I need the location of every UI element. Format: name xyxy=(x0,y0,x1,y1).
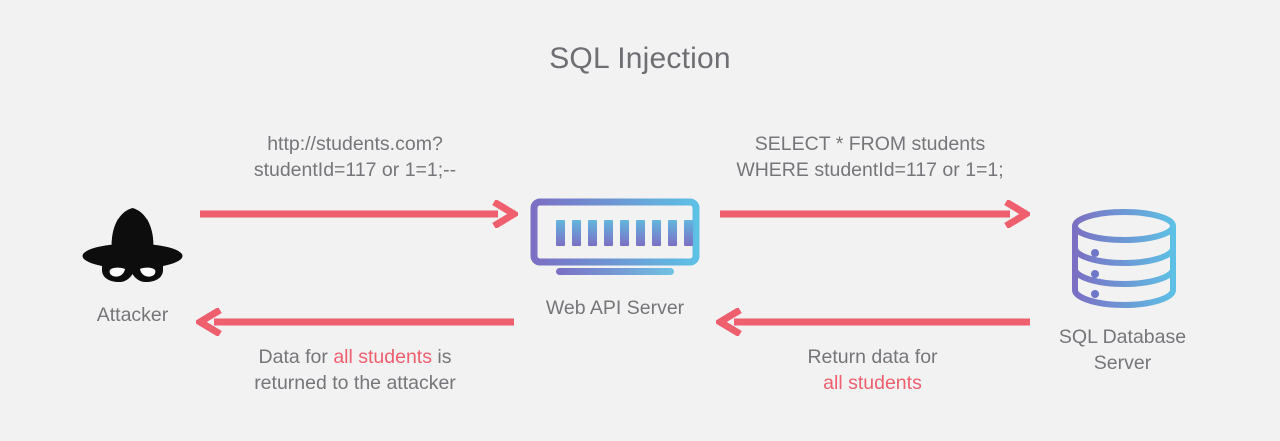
arrow-attacker-to-server xyxy=(200,200,518,228)
arrow-database-to-server xyxy=(716,308,1030,336)
edge-label-line-1: Return data for xyxy=(807,346,938,368)
edge-label-line-2-highlight: all students xyxy=(823,372,922,394)
edge-label-line-2: WHERE studentId=117 or 1=1; xyxy=(736,159,1004,181)
response-suffix: is xyxy=(431,346,452,368)
node-label-web-api-server: Web API Server xyxy=(545,297,685,319)
server-rack-icon xyxy=(530,198,700,275)
node-label-line-2: Server xyxy=(1093,352,1152,374)
response-highlight: all students xyxy=(333,346,432,368)
edge-label-line-1: http://students.com? xyxy=(267,133,443,155)
node-label-line-1: SQL Database xyxy=(1058,326,1187,348)
page-title: SQL Injection xyxy=(549,42,731,75)
node-label-attacker: Attacker xyxy=(96,304,169,326)
edge-label-database-return: Return data for all students xyxy=(755,344,990,396)
edge-label-attacker-request: http://students.com? studentId=117 or 1=… xyxy=(205,131,505,183)
edge-label-sql-query: SELECT * FROM students WHERE studentId=1… xyxy=(710,131,1030,183)
incognito-hat-mask-icon xyxy=(82,208,183,282)
arrow-server-to-attacker xyxy=(196,308,514,336)
response-prefix: Data for xyxy=(258,346,334,368)
node-label-sql-database-server: SQL Database Server xyxy=(1030,324,1215,376)
edge-label-line-1: SELECT * FROM students xyxy=(754,133,986,155)
edge-label-line-2: returned to the attacker xyxy=(254,372,456,394)
arrow-server-to-database xyxy=(720,200,1030,228)
database-cylinder-icon xyxy=(1072,209,1176,309)
edge-label-attacker-response: Data for all students is returned to the… xyxy=(205,344,505,396)
edge-label-line-1: Data for all students is xyxy=(205,344,505,370)
edge-label-line-2: studentId=117 or 1=1;-- xyxy=(253,159,457,181)
